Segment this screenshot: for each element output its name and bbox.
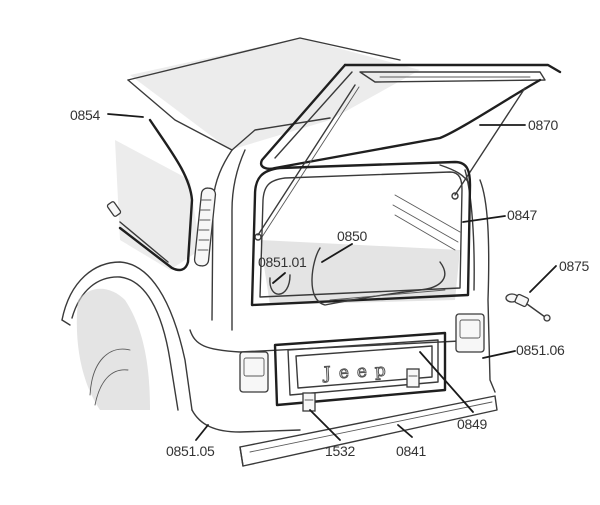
right-tail-light	[455, 313, 485, 353]
hardtop	[106, 37, 401, 331]
callout-0849: 0849	[457, 416, 487, 432]
rear-bumper	[239, 395, 498, 467]
leader-0851-01	[272, 272, 286, 284]
leader-1532	[309, 409, 341, 441]
fender-and-tire	[61, 261, 193, 411]
leader-0854	[107, 113, 144, 118]
leader-0849	[419, 351, 474, 413]
liftgate-glass	[254, 63, 562, 241]
callout-0851-01: 0851.01	[258, 254, 307, 270]
callout-0841: 0841	[396, 443, 426, 459]
tailgate-panel	[273, 331, 447, 407]
right-hinge	[406, 368, 420, 388]
leader-0850	[321, 243, 353, 263]
leader-0841	[397, 424, 413, 438]
callout-0851-05: 0851.05	[166, 443, 215, 459]
callout-0847: 0847	[507, 207, 537, 223]
leader-0875	[529, 265, 557, 293]
lock-cylinder	[505, 293, 551, 322]
callout-0851-06: 0851.06	[516, 342, 565, 358]
left-hinge	[302, 392, 316, 412]
callout-0850: 0850	[337, 228, 367, 244]
callout-1532: 1532	[325, 443, 355, 459]
leader-0851-05	[195, 424, 209, 441]
tailgate-badge: Jeep	[322, 360, 395, 384]
rear-opening-frame	[250, 160, 472, 307]
callout-0870: 0870	[528, 117, 558, 133]
tailgate: Jeep	[273, 331, 447, 412]
callout-0854: 0854	[70, 107, 100, 123]
leader-0851-06	[482, 350, 516, 359]
rear-body	[189, 164, 496, 433]
callout-0875: 0875	[559, 258, 589, 274]
side-vent	[193, 187, 217, 267]
leader-lines	[107, 113, 557, 441]
left-tail-light	[239, 351, 269, 393]
leader-0847	[462, 215, 506, 223]
